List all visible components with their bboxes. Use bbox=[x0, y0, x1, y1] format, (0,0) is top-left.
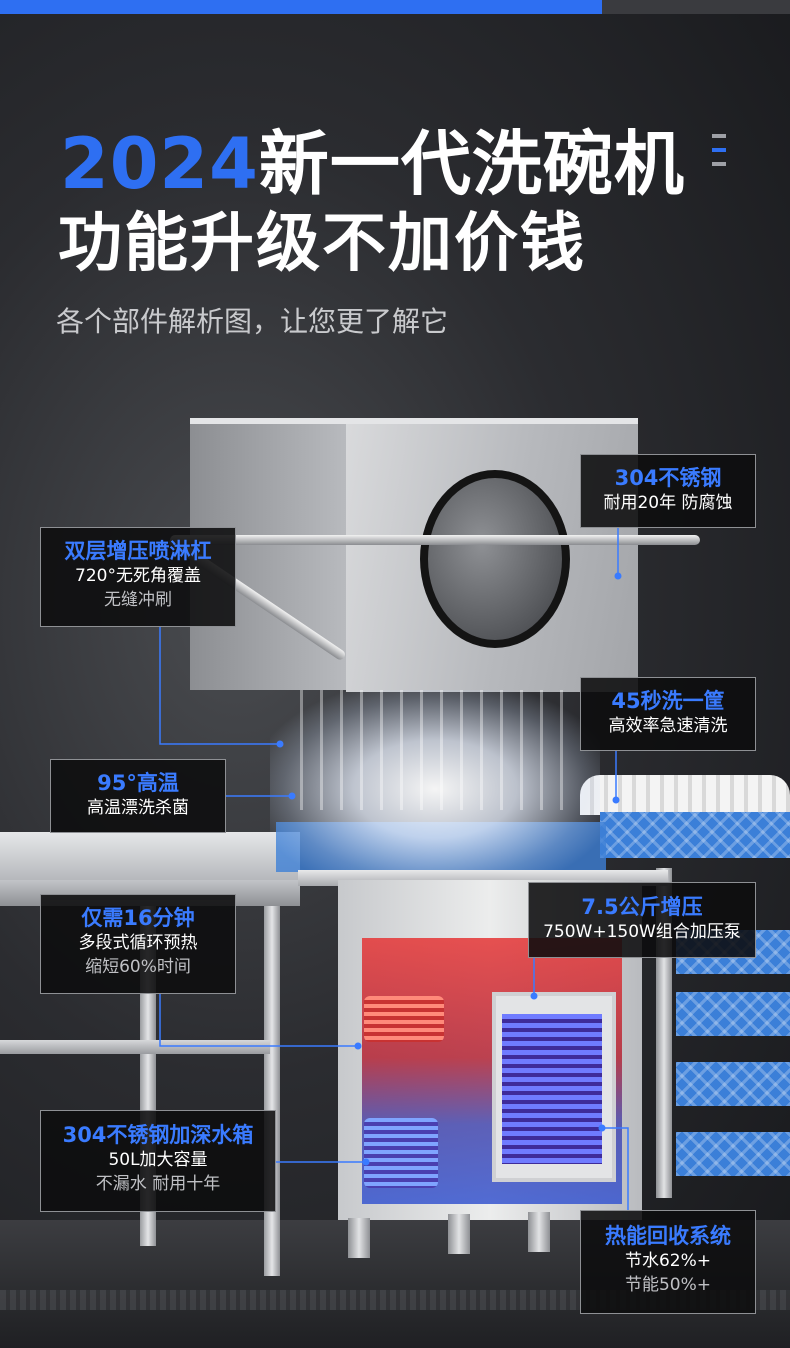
callout-temperature: 95°高温 高温漂洗杀菌 bbox=[50, 759, 226, 833]
callout-line: 节能50%+ bbox=[624, 1275, 712, 1295]
heating-coil-top bbox=[364, 996, 444, 1042]
callout-speed: 45秒洗一筐 高效率急速清洗 bbox=[580, 677, 756, 751]
dish-basket bbox=[676, 992, 790, 1036]
dish-basket bbox=[600, 812, 790, 858]
callout-heat-recovery: 热能回收系统 节水62%+ 节能50%+ bbox=[580, 1210, 756, 1314]
callout-spray-arm: 双层增压喷淋杠 720°无死角覆盖 无缝冲刷 bbox=[40, 527, 236, 627]
plates bbox=[580, 775, 790, 815]
top-gray-bar bbox=[602, 0, 790, 14]
dish-basket bbox=[676, 1132, 790, 1176]
machine-foot bbox=[528, 1212, 550, 1252]
dish-basket bbox=[676, 1062, 790, 1106]
decor-dash bbox=[712, 162, 726, 166]
callout-title: 45秒洗一筐 bbox=[611, 689, 725, 713]
callout-pump: 7.5公斤增压 750W+150W组合加压泵 bbox=[528, 882, 756, 958]
callout-line: 50L加大容量 bbox=[108, 1150, 208, 1170]
callout-tank: 304不锈钢加深水箱 50L加大容量 不漏水 耐用十年 bbox=[40, 1110, 276, 1212]
callout-line: 高效率急速清洗 bbox=[608, 716, 728, 736]
callout-line: 耐用20年 防腐蚀 bbox=[603, 493, 733, 513]
callout-line: 缩短60%时间 bbox=[85, 957, 191, 977]
callout-line: 高温漂洗杀菌 bbox=[87, 798, 189, 818]
callout-title: 95°高温 bbox=[97, 771, 179, 795]
callout-line: 无缝冲刷 bbox=[104, 590, 172, 610]
callout-line: 不漏水 耐用十年 bbox=[95, 1174, 221, 1194]
top-accent-bar bbox=[0, 0, 602, 14]
callout-line: 多段式循环预热 bbox=[78, 933, 198, 953]
callout-title: 304不锈钢 bbox=[614, 466, 722, 490]
callout-line: 720°无死角覆盖 bbox=[75, 566, 201, 586]
callout-preheat: 仅需16分钟 多段式循环预热 缩短60%时间 bbox=[40, 894, 236, 994]
decor-dash bbox=[712, 134, 726, 138]
hood-window bbox=[420, 470, 570, 648]
hood-handle bbox=[170, 535, 700, 545]
heating-coil-bottom bbox=[364, 1118, 438, 1188]
callout-title: 304不锈钢加深水箱 bbox=[62, 1123, 254, 1147]
hood-top-edge bbox=[190, 418, 638, 424]
table-shelf bbox=[0, 1040, 270, 1054]
callout-title: 7.5公斤增压 bbox=[581, 895, 703, 919]
callout-title: 热能回收系统 bbox=[605, 1224, 731, 1248]
subtitle: 各个部件解析图，让您更了解它 bbox=[56, 305, 449, 338]
headline-line2: 功能升级不加价钱 bbox=[58, 207, 586, 281]
water-spray bbox=[270, 690, 600, 870]
headline-line1: 2024新一代洗碗机 bbox=[60, 108, 685, 209]
callout-steel: 304不锈钢 耐用20年 防腐蚀 bbox=[580, 454, 756, 528]
callout-line: 750W+150W组合加压泵 bbox=[543, 922, 741, 942]
callout-title: 双层增压喷淋杠 bbox=[64, 539, 212, 563]
callout-title: 仅需16分钟 bbox=[81, 906, 195, 930]
spray-jets bbox=[300, 690, 570, 810]
machine-foot bbox=[448, 1214, 470, 1254]
decor-dash bbox=[712, 148, 726, 152]
machine-foot bbox=[348, 1218, 370, 1258]
headline-year: 2024 bbox=[60, 123, 259, 205]
table-leg bbox=[264, 906, 280, 1276]
side-table-top bbox=[0, 832, 300, 880]
headline-rest: 新一代洗碗机 bbox=[258, 123, 685, 205]
callout-line: 节水62%+ bbox=[624, 1251, 712, 1271]
heat-exchanger-coil bbox=[502, 1014, 602, 1164]
